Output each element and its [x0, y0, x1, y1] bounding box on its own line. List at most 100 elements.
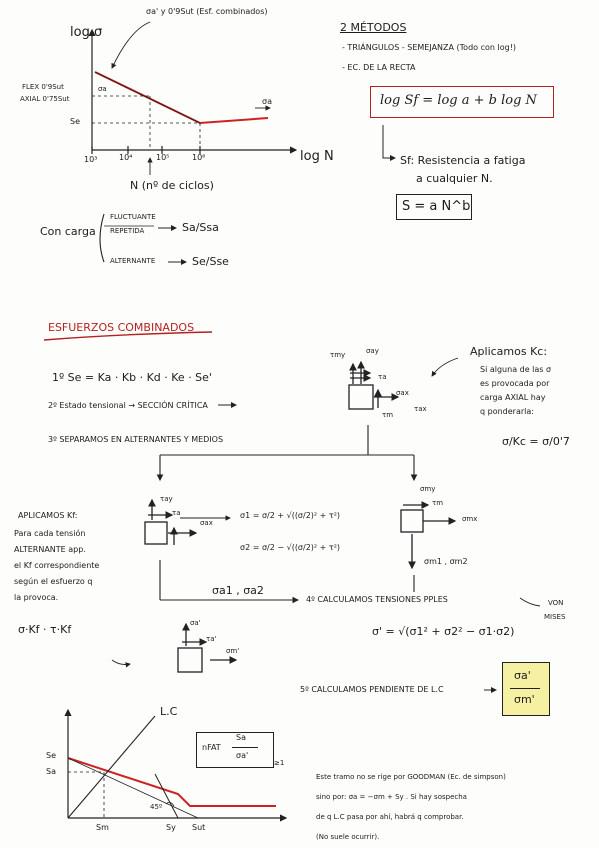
flow-to-step4: [159, 560, 415, 604]
goodman-sa-label: Sa: [46, 767, 56, 776]
goodman-line: [67, 757, 276, 807]
flex-label: FLEX 0'9Sut: [22, 83, 64, 91]
von-mises-formula: σ' = √(σ1² + σ2² − σ1·σ2): [372, 625, 515, 638]
log-equation: log Sf = log a + b log N: [380, 93, 537, 108]
top-note: σa' y 0'9Sut (Esf. combinados): [146, 7, 268, 16]
footnote-line4: (No suele ocurrir).: [316, 833, 380, 841]
power-formula: S = a N^b: [402, 199, 471, 214]
nfat-label: nFAT: [202, 743, 221, 752]
tick-1e5: 10⁵: [156, 153, 170, 162]
goodman-se-label: Se: [46, 751, 56, 760]
step3: 3º SEPARAMOS EN ALTERNANTES Y MEDIOS: [48, 435, 224, 444]
goodman-dashed-guides: [68, 771, 105, 818]
alternante-label: ALTERNANTE: [110, 257, 156, 265]
log-equation-box: [370, 86, 554, 118]
tau-a-alt-label: τa: [172, 509, 181, 517]
kc-line1: Si alguna de las σ: [480, 365, 552, 374]
tau-ax-label: τax: [414, 405, 427, 413]
kc-line4: q ponderarla:: [480, 407, 534, 416]
load-line: [67, 715, 156, 819]
alt-result: σa1 , σa2: [212, 584, 264, 597]
carga-label: Con carga: [40, 225, 96, 238]
sigma1-formula: σ1 = σ/2 + √((σ/2)² + τ²): [240, 511, 341, 520]
nfat-den: σa': [236, 751, 249, 760]
goodman-sm-label: Sm: [96, 823, 109, 832]
ratio-se-sse: Se/Sse: [192, 255, 229, 268]
methods-item1: - TRIÁNGULOS - SEMEJANZA (Todo con log!): [342, 43, 517, 52]
footnote-line3: de q L.C pasa por ahí, habrá q comprobar…: [316, 813, 464, 821]
kf-formula: σ·Kf · τ·Kf: [18, 623, 72, 636]
ratio-sa-ssa: Sa/Ssa: [182, 221, 219, 234]
sigma-ax-label: σax: [396, 389, 409, 397]
sigma-ax-alt-label: σax: [200, 519, 213, 527]
stress-element-alternating: [144, 498, 198, 545]
slope-box: [502, 662, 550, 716]
kc-line2: es provocada por: [480, 379, 550, 388]
x-axis-label: log N: [300, 149, 334, 164]
tau-my-label: τmy: [330, 351, 346, 359]
methods-item2: - EC. DE LA RECTA: [342, 63, 416, 72]
sigma-my-label: σmy: [420, 485, 436, 493]
step1: 1º Se = Ka · Kb · Kd · Ke · Se': [52, 371, 212, 384]
slope-num: σa': [514, 669, 531, 682]
kc-formula: σ/Kc = σ/0'7: [502, 435, 570, 448]
split-lines: [156, 425, 418, 482]
slope-den: σm': [514, 693, 535, 706]
nfat-fraction-bar: [232, 747, 258, 748]
se-label: Se: [70, 117, 80, 126]
repetida-label: REPETIDA: [110, 227, 145, 235]
sa-label: σa: [98, 85, 107, 93]
kf-line1: Para cada tensión: [14, 529, 86, 538]
sigma-mx-label: σmx: [462, 515, 478, 523]
step2: 2º Estado tensional → SECCIÓN CRÍTICA: [48, 401, 208, 410]
tau-a-label: τa: [378, 373, 387, 381]
stress-element-medium: [400, 501, 457, 570]
slope-fraction-bar: [510, 688, 540, 689]
goodman-sut-label: Sut: [192, 823, 206, 832]
sf-definition: Sf: Resistencia a fatiga: [400, 154, 526, 167]
footnote-line2: sino por: σa = −σm + Sy . Si hay sospech…: [316, 793, 467, 801]
kc-line3: carga AXIAL hay: [480, 393, 546, 402]
kf-line2: ALTERNANTE app.: [14, 545, 86, 554]
sf-definition-2: a cualquier N.: [416, 172, 493, 185]
kc-title: Aplicamos Kc:: [470, 345, 548, 358]
sn-curve: [94, 71, 269, 125]
y-axis-label: log σ: [70, 25, 103, 40]
sigma-ay-label: σay: [366, 347, 379, 355]
mises-label: MISES: [544, 613, 566, 621]
kf-line4: según el esfuerzo q: [14, 577, 93, 586]
goodman-axes: [64, 708, 288, 822]
fluctuante-label: FLUCTUANTE: [110, 213, 156, 221]
methods-title: 2 MÉTODOS: [340, 21, 407, 34]
prime-sigma-a: σa': [190, 619, 201, 627]
axial-label: AXIAL 0'75Sut: [20, 95, 70, 103]
tau-ay-label: τay: [160, 495, 173, 503]
tick-1e3: 10³: [84, 155, 98, 164]
sigma-a-end: σa: [262, 97, 272, 106]
sigma2-formula: σ2 = σ/2 − √((σ/2)² + τ²): [240, 543, 341, 552]
nfat-geq: ≥1: [274, 759, 285, 767]
prime-tau-a: τa': [206, 635, 217, 643]
von-label: VON: [548, 599, 564, 607]
power-formula-box: [396, 194, 472, 220]
prime-sigma-m: σm': [226, 647, 240, 655]
lc-label: L.C: [160, 705, 178, 718]
kf-line5: la provoca.: [14, 593, 59, 602]
tau-m-med-label: τm: [432, 499, 444, 507]
step4-title: 4º CALCULAMOS TENSIONES PPLES: [306, 595, 448, 604]
angle-label: 45º: [150, 803, 163, 811]
step5-title: 5º CALCULAMOS PENDIENTE DE L.C: [300, 685, 444, 694]
kf-title: APLICAMOS Kf:: [18, 511, 78, 520]
stress-element-main: [348, 360, 400, 410]
stress-element-prime: [177, 622, 238, 673]
tau-m-label: τm: [382, 411, 394, 419]
tick-1e4: 10⁴: [119, 153, 133, 162]
top-dashed-guides: [92, 95, 201, 150]
nfat-box: [196, 732, 274, 768]
kf-line3: el Kf correspondiente: [14, 561, 100, 570]
combined-title: ESFUERZOS COMBINADOS: [48, 321, 195, 334]
tick-1e6: 10⁶: [192, 153, 206, 162]
goodman-sy-label: Sy: [166, 823, 176, 832]
